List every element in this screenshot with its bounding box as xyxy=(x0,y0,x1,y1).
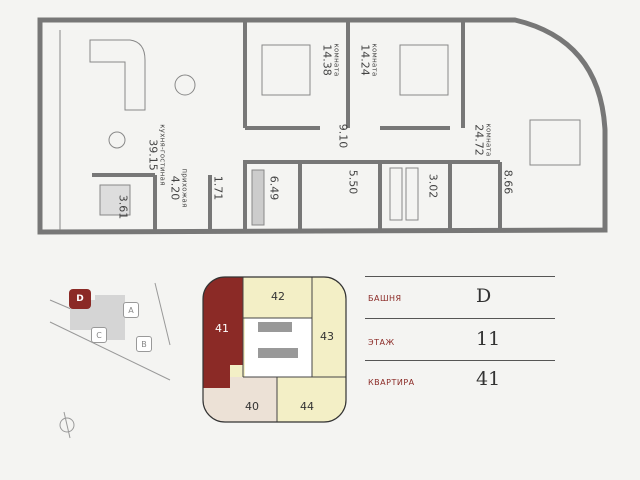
outer-wall xyxy=(37,17,608,235)
site-map xyxy=(49,282,171,439)
area-wc: 1.71 xyxy=(211,175,225,201)
room-area: 39.15 xyxy=(146,139,160,171)
apartment-label: КВАРТИРА xyxy=(368,378,415,387)
area-bathroom-2: 3.02 xyxy=(426,173,440,199)
room-name: комната xyxy=(370,43,379,77)
divider xyxy=(365,360,555,361)
floor-key-plan xyxy=(202,276,347,423)
tower-b-marker[interactable]: B xyxy=(136,336,152,352)
floor-value: 11 xyxy=(476,328,501,350)
unit-44[interactable]: 44 xyxy=(300,400,314,413)
unit-40[interactable]: 40 xyxy=(245,400,259,413)
room-area: 14.24 xyxy=(358,44,372,76)
tower-label: БАШНЯ xyxy=(368,294,402,303)
apartment-value: 41 xyxy=(476,368,501,390)
room-name: комната xyxy=(332,43,341,77)
unit-41-area xyxy=(203,277,243,388)
tower-d-marker[interactable]: D xyxy=(69,289,91,309)
furniture xyxy=(59,30,581,230)
room-area: 14.38 xyxy=(320,44,334,76)
area-bathroom-3: 8.66 xyxy=(501,169,515,195)
tower-c-marker[interactable]: C xyxy=(91,327,107,343)
area-storage: 3.61 xyxy=(116,194,130,220)
room-name: кухня-гостиная xyxy=(158,124,167,186)
divider xyxy=(365,318,555,319)
unit-43[interactable]: 43 xyxy=(320,330,334,343)
interior-walls xyxy=(92,20,502,230)
unit-40-area xyxy=(203,377,277,422)
tower-a-marker[interactable]: A xyxy=(123,302,139,318)
room-name: прихожая xyxy=(180,168,189,208)
room-area: 24.72 xyxy=(472,124,486,156)
floor-label: ЭТАЖ xyxy=(368,338,395,347)
area-bathroom-1: 5.50 xyxy=(346,169,360,195)
tower-value: D xyxy=(476,285,492,307)
unit-42[interactable]: 42 xyxy=(271,290,285,303)
area-closet: 6.49 xyxy=(267,175,281,201)
unit-41[interactable]: 41 xyxy=(215,322,229,335)
room-area: 4.20 xyxy=(168,175,182,201)
divider xyxy=(365,276,555,277)
room-name: комната xyxy=(484,123,493,157)
area-corridor: 9.10 xyxy=(336,123,350,149)
